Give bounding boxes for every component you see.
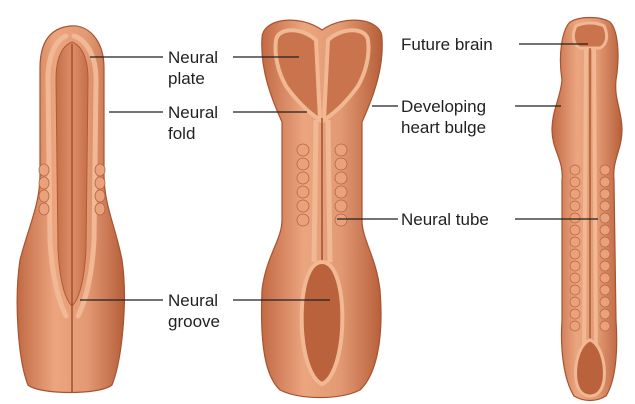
embryo-late-stage [552,18,622,401]
label-neural-fold-line-1: Neural [168,102,218,123]
embryo-middle-stage [262,20,383,397]
label-neural-plate: Neural plate [168,47,218,89]
embryo-early-stage [17,26,124,393]
label-developing-heart-bulge: Developing heart bulge [401,96,486,138]
embryo-3-posterior-opening [576,340,605,396]
label-developing-heart-bulge-line-1: Developing [401,96,486,117]
label-neural-tube: Neural tube [401,209,489,230]
label-neural-groove-line-2: groove [168,311,220,332]
label-neural-groove-line-1: Neural [168,290,220,311]
label-neural-groove: Neural groove [168,290,220,332]
label-developing-heart-bulge-line-2: heart bulge [401,117,486,138]
label-neural-fold-line-2: fold [168,123,218,144]
label-neural-plate-line-1: Neural [168,47,218,68]
embryo-2-posterior-groove [302,262,343,384]
label-neural-fold: Neural fold [168,102,218,144]
label-neural-plate-line-2: plate [168,68,218,89]
label-future-brain: Future brain [401,34,493,55]
